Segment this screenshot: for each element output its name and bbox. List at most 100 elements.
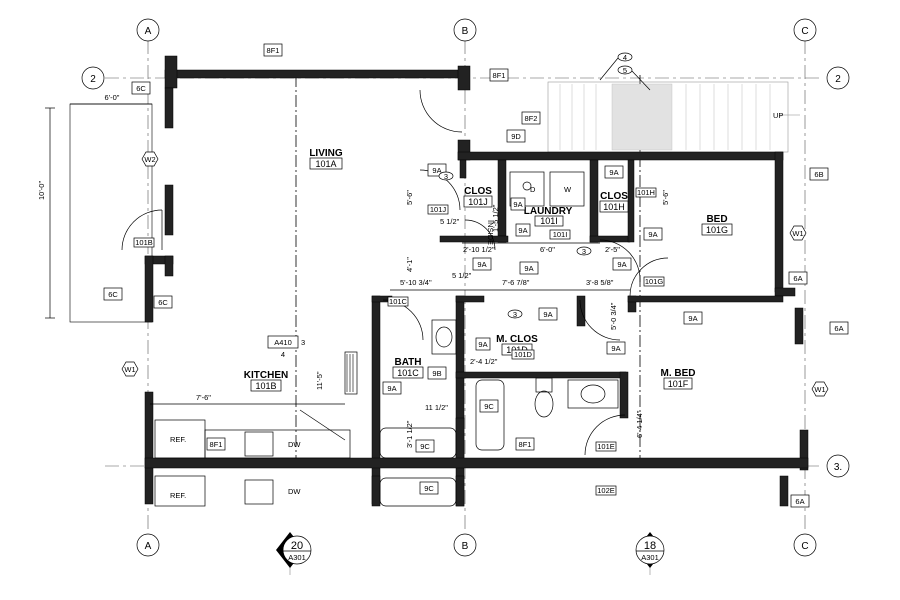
room-mbed-num: 101F — [668, 379, 689, 389]
door-101i: 101I — [553, 230, 568, 239]
tag-9c-2: 9C — [420, 442, 430, 451]
tag-6c-mid: 6C — [108, 290, 118, 299]
room-laundry-name: LAUNDRY — [524, 206, 573, 217]
tag-9c-1: 9C — [484, 402, 494, 411]
tag-6c-top: 6C — [136, 84, 146, 93]
dim-2-5: 2'-5" — [605, 245, 620, 254]
section-18-num: 18 — [644, 540, 656, 552]
dim-3-1-1-2: 3'-1 1/2" — [405, 420, 414, 448]
type-tags: 8F1 8F1 8F1 8F1 6C 6C 6C 9D 8F2 9A 9A 9A… — [103, 43, 849, 508]
door-101g: 101G — [645, 277, 664, 286]
grid-2-left: 2 — [90, 74, 96, 85]
elevation-tag-a410: A410 — [274, 338, 292, 347]
room-labels: LIVING 101A KITCHEN 101B CLOS 101J LAUND… — [244, 148, 733, 392]
grid-a-bottom: A — [145, 541, 152, 552]
room-bath-name: BATH — [394, 357, 421, 368]
dim-1-5-1-2: 1'-5 1/2" — [491, 204, 500, 232]
callout-3-a: 3 — [444, 172, 448, 181]
dim-11-5: 11'-5" — [315, 371, 324, 390]
door-101b: 101B — [135, 238, 153, 247]
tag-6a-1: 6A — [793, 274, 802, 283]
door-101d: 101D — [514, 350, 533, 359]
fixtures: D W — [154, 171, 619, 507]
dim-7-6: 7'-6" — [196, 393, 211, 402]
room-clos-num: 101J — [468, 197, 488, 207]
tag-9a-1: 9A — [432, 166, 441, 175]
room-clos-name: CLOS — [464, 186, 492, 197]
door-101e: 101E — [597, 442, 615, 451]
tag-6a-3: 6A — [795, 497, 804, 506]
tag-9a-9: 9A — [688, 314, 697, 323]
room-clos2-name: CLOS — [600, 191, 628, 202]
tag-9a-11: 9A — [478, 340, 487, 349]
callout-3-b: 3 — [582, 247, 586, 256]
dim-5-6-left: 5'-6" — [405, 190, 414, 205]
grid-c-bottom: C — [801, 541, 808, 552]
tag-6a-2: 6A — [834, 324, 843, 333]
inside-label: INSIDE — [486, 220, 495, 245]
dim-6-0: 6'-0" — [105, 93, 120, 102]
dim-2-4-1-2: 2'-4 1/2" — [470, 357, 498, 366]
dim-3-8-5-8: 3'-8 5/8" — [586, 278, 614, 287]
tag-9d: 9D — [511, 132, 521, 141]
grid-b-top: B — [462, 26, 469, 37]
dim-7-6-7-8: 7'-6 7/8" — [502, 278, 530, 287]
window-tags: W2 W1 W1 W1 — [121, 151, 829, 397]
tag-8f1-bath: 8F1 — [519, 440, 532, 449]
section-20-sheet: A301 — [288, 553, 306, 562]
dim-2-10-1-2: 2'-10 1/2" — [463, 245, 495, 254]
tag-9a-5: 9A — [648, 230, 657, 239]
dimensions: 5'-6" 5 1/2" 1'-5 1/2" 2'-10 1/2" 6'-0" … — [150, 190, 670, 448]
section-markers: 20 A301 18 A301 — [276, 532, 665, 568]
dw-label-1: DW — [288, 440, 301, 449]
tag-9a-3: 9A — [518, 226, 527, 235]
tag-9a-2: 9A — [513, 200, 522, 209]
tag-9a-4: 9A — [609, 168, 618, 177]
room-clos2-num: 101H — [603, 202, 625, 212]
tag-9a-7: 9A — [524, 264, 533, 273]
walls — [144, 55, 809, 507]
grid-a-top: A — [145, 26, 152, 37]
window-w1-left: W1 — [124, 365, 135, 374]
door-101c: 101C — [389, 297, 408, 306]
door-swings — [121, 89, 669, 456]
washer-label: W — [564, 185, 572, 194]
tag-9a-13: 9A — [387, 384, 396, 393]
left-deck: 10'-0" 6'-0" — [37, 93, 153, 323]
tag-9a-6: 9A — [477, 260, 486, 269]
tag-8f1-top: 8F1 — [267, 46, 280, 55]
tag-8f1-right: 8F1 — [493, 71, 506, 80]
window-w1-bed: W1 — [792, 229, 803, 238]
section-20-num: 20 — [291, 540, 303, 552]
room-living-num: 101A — [315, 159, 336, 169]
dim-10-0: 10'-0" — [37, 181, 46, 200]
window-w2: W2 — [144, 155, 155, 164]
elevation-tag-4: 4 — [281, 350, 285, 359]
dim-5-10-3-4: 5'-10 3/4" — [400, 278, 432, 287]
dim-11-1-2: 11 1/2" — [425, 403, 448, 412]
room-kitchen-name: KITCHEN — [244, 370, 288, 381]
grid-3-right: 3. — [834, 462, 842, 473]
door-tags: 101B 101J 101H 101I 101G 101C 101D 101E … — [133, 187, 665, 496]
tag-8f1-kitchen: 8F1 — [210, 440, 223, 449]
tag-6b: 6B — [814, 170, 823, 179]
grid-b-bottom: B — [462, 541, 469, 552]
tag-9a-10: 9A — [543, 310, 552, 319]
ref-label-2: REF. — [170, 491, 186, 500]
callout-5: 5 — [623, 66, 627, 75]
dim-5-0-3-4: 5'-0 3/4" — [609, 302, 618, 330]
dim-6-0-laundry: 6'-0" — [540, 245, 555, 254]
dw-label-2: DW — [288, 487, 301, 496]
room-bath-num: 101C — [397, 368, 419, 378]
window-w1-mbed: W1 — [814, 385, 825, 394]
room-bed-name: BED — [706, 214, 727, 225]
door-101j: 101J — [430, 205, 447, 214]
ref-label-1: REF. — [170, 435, 186, 444]
tag-9b: 9B — [432, 369, 441, 378]
room-bed-num: 101G — [706, 225, 728, 235]
up-label: UP — [773, 111, 783, 120]
dim-4-1: 4'-1" — [405, 257, 414, 272]
door-102e: 102E — [597, 486, 615, 495]
section-18-sheet: A301 — [641, 553, 659, 562]
